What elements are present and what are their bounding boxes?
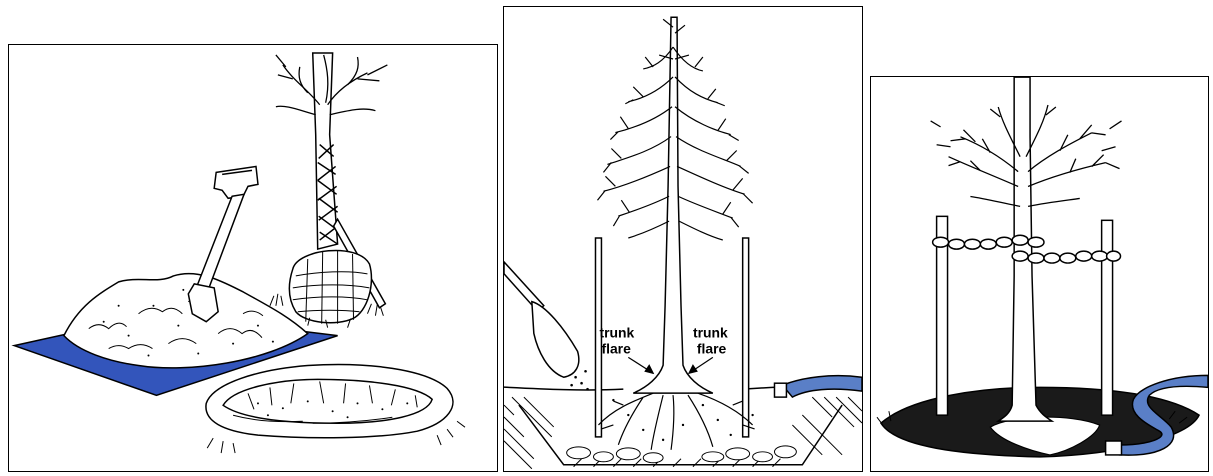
panel-prepare-hole (8, 44, 498, 472)
panel-staked-tree (870, 76, 1209, 472)
label-flare-right: flare (697, 340, 727, 356)
illustration-planting: trunk flare trunk flare (504, 7, 862, 471)
illustration-prepare-hole (9, 45, 497, 471)
label-trunk-left: trunk (599, 324, 634, 340)
stake-right (1102, 220, 1113, 415)
panel-planting-trunk-flare: trunk flare trunk flare (503, 6, 863, 472)
roots (598, 393, 754, 450)
backfill-dots (612, 399, 754, 441)
stake-right (743, 238, 749, 437)
illustration-staked-tree (871, 77, 1208, 471)
shovel-backfill (504, 262, 579, 377)
label-trunk-right: trunk (693, 324, 728, 340)
hose (774, 376, 862, 397)
bottom-rocks (567, 446, 797, 463)
label-flare-left: flare (601, 340, 631, 356)
